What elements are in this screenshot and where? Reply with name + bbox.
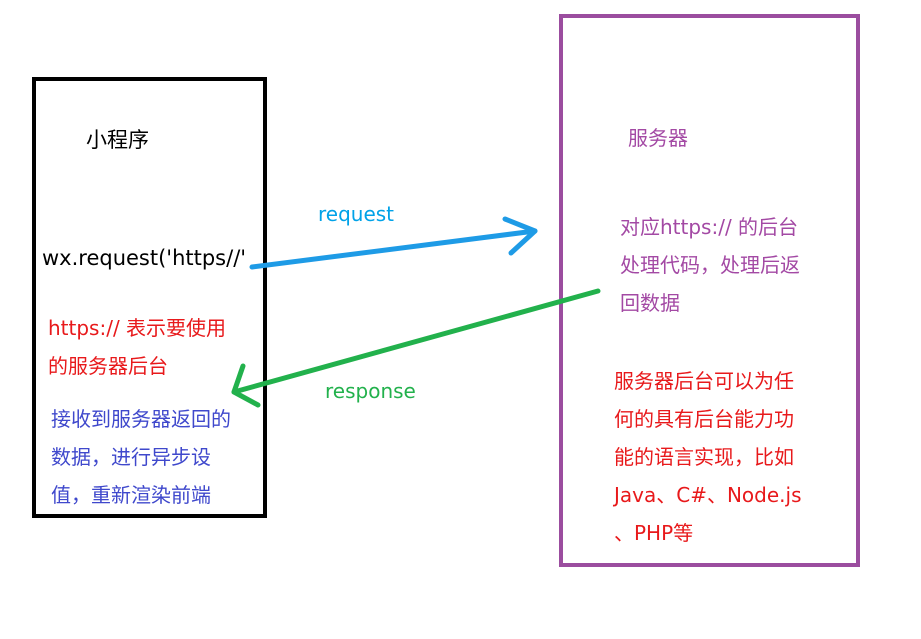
client-note-blue-line: 接收到服务器返回的 (51, 407, 231, 431)
server-note-red-line: 、PHP等 (614, 521, 694, 545)
client-note-blue: 接收到服务器返回的 数据，进行异步设 值，重新渲染前端 (51, 400, 231, 514)
server-note-red-line: 服务器后台可以为任 (614, 369, 794, 393)
server-note-purple-line: 回数据 (620, 291, 680, 315)
server-note-red-line: Java、C#、Node.js (614, 483, 802, 507)
response-arrow-line (231, 288, 601, 395)
request-arrow-line (249, 228, 538, 270)
server-note-purple-line: 处理代码，处理后返 (620, 253, 800, 277)
server-note-red-line: 能的语言实现，比如 (614, 445, 794, 469)
server-note-purple-line: 对应https:// 的后台 (620, 215, 799, 239)
request-arrow (249, 216, 538, 270)
client-note-red-line: https:// 表示要使用 (48, 316, 227, 340)
client-box (32, 77, 267, 518)
request-label: request (318, 202, 395, 226)
client-title: 小程序 (86, 128, 149, 152)
response-arrow-head (231, 363, 261, 408)
client-note-red: https:// 表示要使用 的服务器后台 (48, 309, 226, 385)
server-note-red-line: 何的具有后台能力功 (614, 407, 794, 431)
server-note-red: 服务器后台可以为任 何的具有后台能力功 能的语言实现，比如 Java、C#、No… (614, 362, 802, 552)
server-title: 服务器 (628, 126, 688, 150)
server-note-purple: 对应https:// 的后台 处理代码，处理后返 回数据 (620, 208, 800, 322)
client-note-red-line: 的服务器后台 (48, 354, 168, 378)
client-note-blue-line: 数据，进行异步设 (51, 445, 211, 469)
server-box (559, 14, 860, 567)
client-code: wx.request('https//' (42, 246, 247, 270)
request-arrow-head (502, 216, 538, 256)
response-label: response (325, 379, 416, 403)
client-note-blue-line: 值，重新渲染前端 (51, 483, 211, 507)
response-arrow (231, 288, 601, 408)
